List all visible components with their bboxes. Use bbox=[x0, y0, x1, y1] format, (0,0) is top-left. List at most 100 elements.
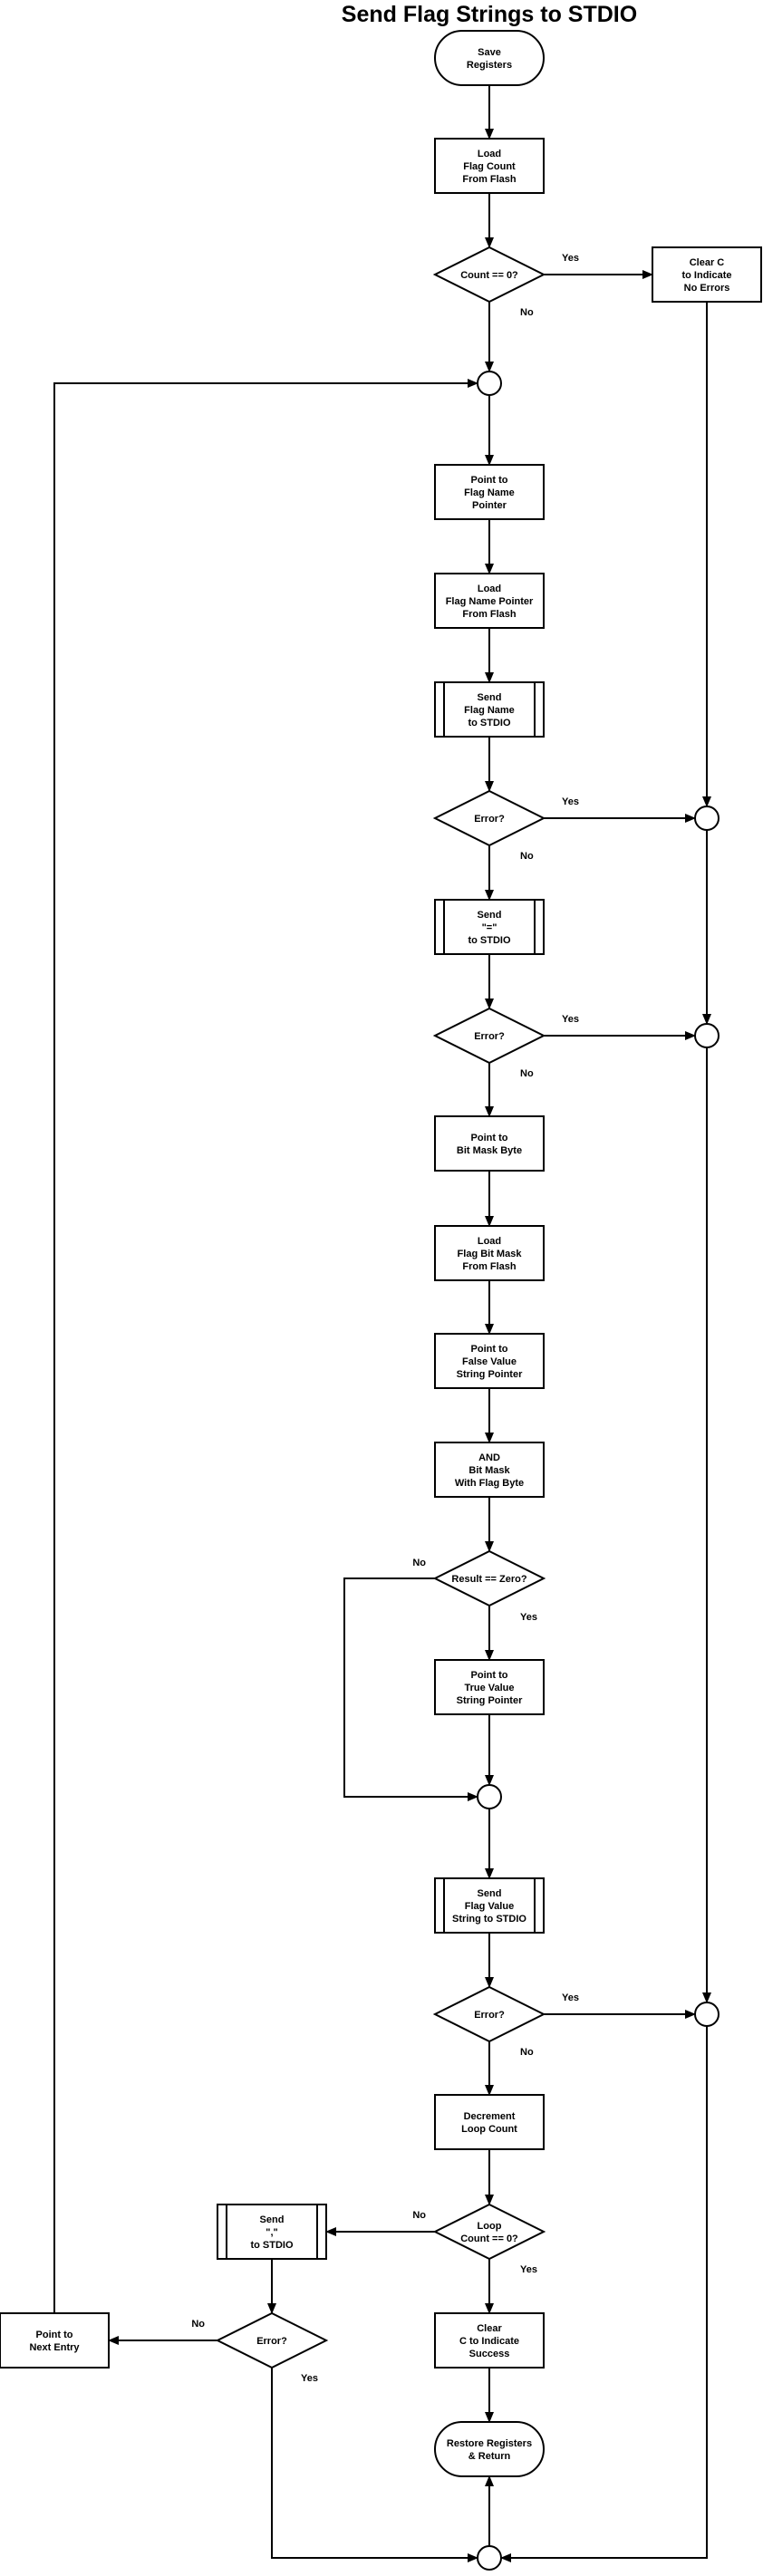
edge-label: No bbox=[412, 1558, 426, 1568]
node-point-mask: Point to Bit Mask Byte bbox=[434, 1115, 545, 1172]
node-text-line: Next Entry bbox=[29, 2342, 80, 2353]
decision-diamond bbox=[432, 246, 546, 304]
edge-label: Yes bbox=[520, 2264, 537, 2275]
node-text-line: & Return bbox=[468, 2451, 511, 2462]
node-result-zero: Result == Zero? bbox=[432, 1549, 546, 1607]
node-end: Restore Registers & Return bbox=[434, 2421, 545, 2477]
node-text-line: Point to bbox=[471, 1133, 508, 1143]
node-text-line: Point to bbox=[36, 2330, 73, 2340]
node-text-line: Point to bbox=[471, 1670, 508, 1681]
decision-diamond bbox=[432, 2203, 546, 2261]
node-text-line: Flag Bit Mask bbox=[458, 1249, 523, 1259]
node-text-line: From Flash bbox=[462, 174, 517, 185]
node-text-line: Error? bbox=[474, 1031, 505, 1042]
process-box bbox=[434, 138, 545, 194]
edges-layer bbox=[53, 85, 711, 2562]
process-box bbox=[434, 2094, 545, 2150]
edge-label: No bbox=[412, 2210, 426, 2221]
process-box bbox=[652, 246, 762, 303]
junction-circle bbox=[477, 371, 502, 396]
node-text-line: Point to bbox=[471, 475, 508, 486]
node-text-line: String Pointer bbox=[457, 1369, 523, 1380]
process-box bbox=[434, 1659, 545, 1715]
node-text-line: Count == 0? bbox=[460, 270, 518, 281]
node-text-line: C to Indicate bbox=[459, 2336, 519, 2347]
node-text-line: Bit Mask bbox=[468, 1465, 510, 1476]
process-box bbox=[217, 2204, 327, 2260]
edge-label: No bbox=[520, 1068, 534, 1079]
node-text-line: Loop bbox=[478, 2221, 502, 2232]
node-text-line: Count == 0? bbox=[460, 2233, 518, 2244]
node-text-line: Load bbox=[478, 149, 501, 159]
edge-result-zero-to-j-merge bbox=[343, 1577, 478, 1801]
node-text-line: From Flash bbox=[462, 609, 517, 620]
node-text-line: Send bbox=[478, 910, 502, 921]
node-text-line: From Flash bbox=[462, 1261, 517, 1272]
edge-label: No bbox=[520, 2047, 534, 2058]
edge-label: No bbox=[520, 307, 534, 318]
node-text-line: Clear C bbox=[690, 257, 725, 268]
node-jr1 bbox=[694, 806, 720, 831]
terminal-shape bbox=[434, 30, 545, 86]
node-j-merge bbox=[477, 1784, 502, 1809]
diagram-title: Send Flag Strings to STDIO bbox=[342, 2, 637, 27]
process-box bbox=[434, 464, 545, 520]
edge-label: Yes bbox=[520, 1612, 537, 1623]
edge-point-next-to-j-loop bbox=[53, 379, 478, 2313]
node-count-zero: Count == 0? bbox=[432, 246, 546, 304]
node-text-line: Flag Name bbox=[464, 705, 515, 716]
node-text-line: Send bbox=[478, 692, 502, 703]
process-box bbox=[434, 1115, 545, 1172]
node-text-line: String Pointer bbox=[457, 1695, 523, 1706]
decision-diamond bbox=[432, 789, 546, 847]
node-text-line: Load bbox=[478, 1236, 501, 1247]
node-text-line: Loop Count bbox=[461, 2124, 517, 2135]
node-text-line: Restore Registers bbox=[447, 2438, 532, 2449]
edge-label: Yes bbox=[562, 796, 579, 807]
decision-diamond bbox=[432, 1549, 546, 1607]
node-text-line: Send bbox=[478, 1888, 502, 1899]
node-text-line: to Indicate bbox=[681, 270, 731, 281]
junction-circle bbox=[694, 2002, 720, 2027]
process-box bbox=[434, 681, 545, 738]
node-text-line: No Errors bbox=[684, 283, 730, 294]
node-err4: Error? bbox=[215, 2311, 329, 2369]
edge-label: Yes bbox=[562, 253, 579, 264]
node-text-line: to STDIO bbox=[250, 2240, 293, 2251]
node-text-line: Bit Mask Byte bbox=[457, 1145, 522, 1156]
process-box bbox=[0, 2312, 110, 2369]
node-text-line: Flag Value bbox=[465, 1901, 514, 1912]
node-text-line: Flag Count bbox=[463, 161, 516, 172]
node-point-next: Point to Next Entry bbox=[0, 2312, 110, 2369]
decision-diamond bbox=[432, 1985, 546, 2043]
node-text-line: Save bbox=[478, 47, 501, 58]
node-text-line: Load bbox=[478, 584, 501, 594]
node-text-line: Point to bbox=[471, 1344, 508, 1355]
junction-circle bbox=[477, 1784, 502, 1809]
terminal-shape bbox=[434, 2421, 545, 2477]
node-text-line: False Value bbox=[462, 1356, 517, 1367]
node-text-line: Flag Name bbox=[464, 487, 515, 498]
node-clear-c-noerr: Clear C to Indicate No Errors bbox=[652, 246, 762, 303]
node-text-line: Pointer bbox=[472, 500, 507, 511]
process-box bbox=[434, 573, 545, 629]
node-text-line: With Flag Byte bbox=[455, 1478, 524, 1489]
node-err2: Error? bbox=[432, 1007, 546, 1065]
node-text-line: Error? bbox=[474, 2010, 505, 2021]
node-j-end bbox=[477, 2545, 502, 2571]
node-text-line: Error? bbox=[256, 2336, 287, 2347]
node-text-line: Result == Zero? bbox=[451, 1574, 526, 1585]
process-box bbox=[434, 2312, 545, 2369]
node-send-comma: Send","to STDIO bbox=[217, 2204, 327, 2260]
node-text-line: "," bbox=[266, 2227, 278, 2238]
